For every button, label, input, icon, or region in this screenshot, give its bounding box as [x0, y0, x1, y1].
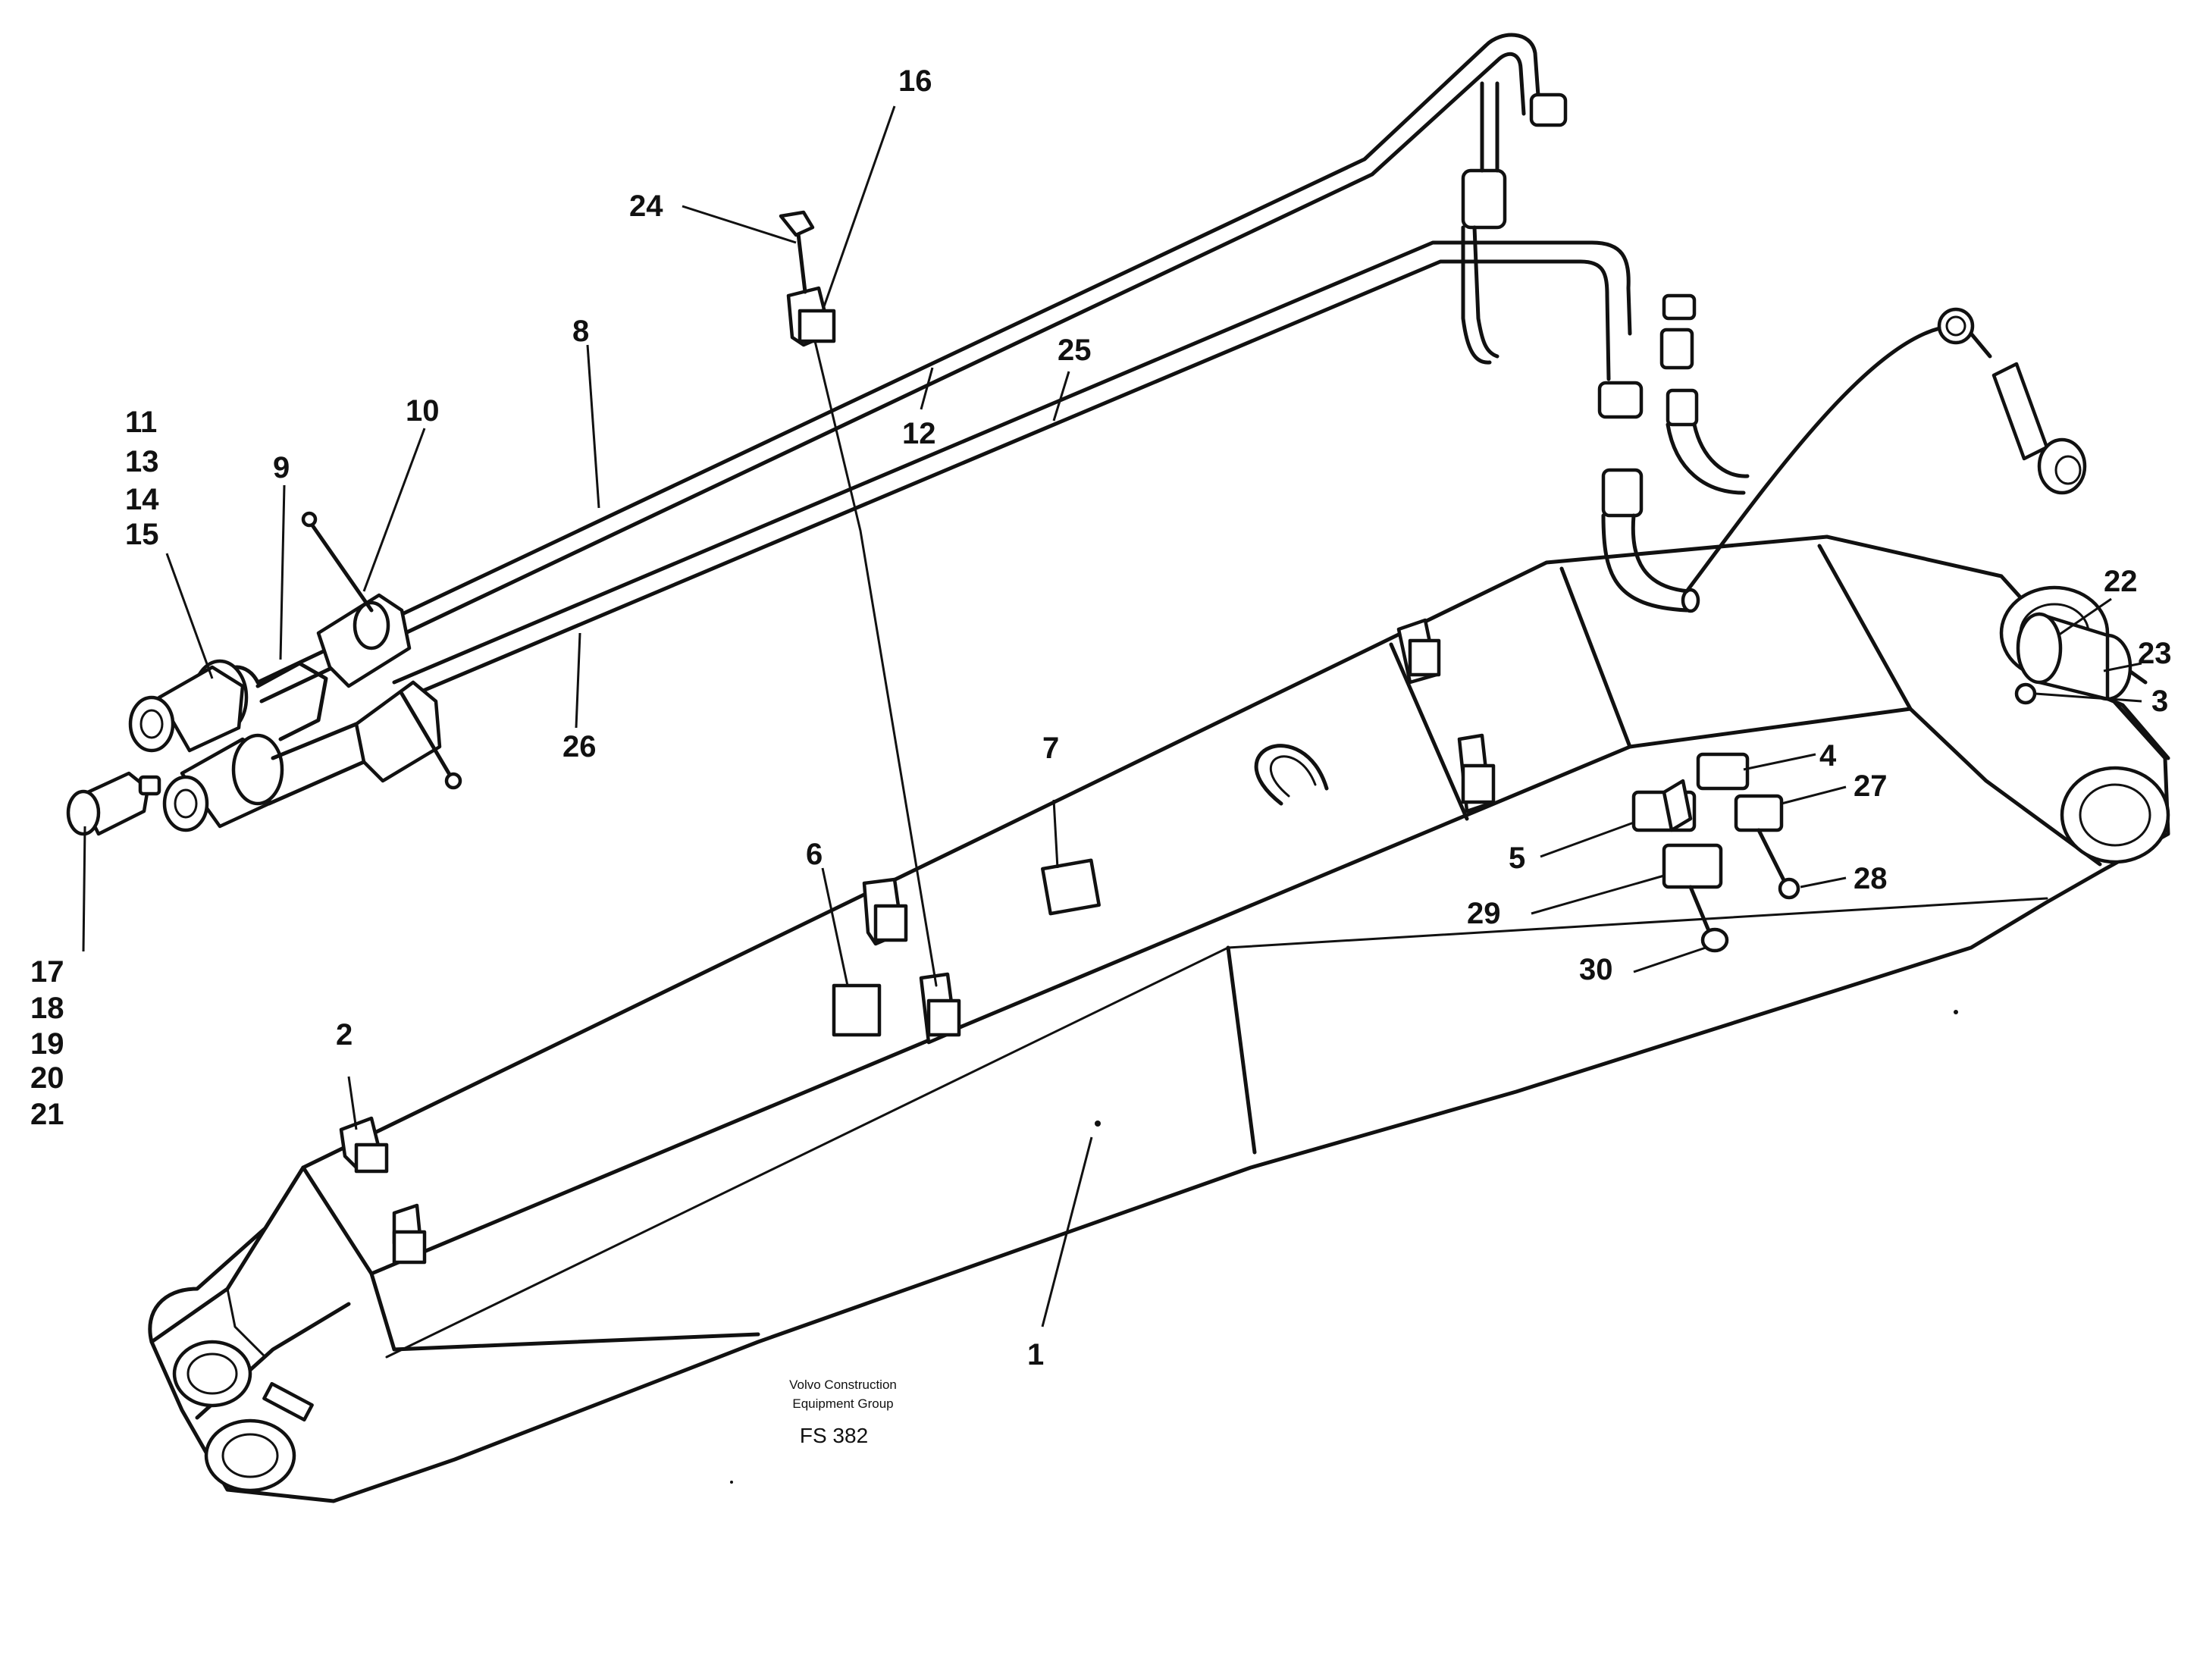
callout-16: 16	[898, 64, 932, 98]
caption-group: Equipment Group	[792, 1396, 893, 1411]
callout-10: 10	[406, 394, 440, 428]
callout-7: 7	[1042, 732, 1059, 765]
leader-lines	[82, 105, 2142, 1327]
boom-pin-assembly	[2016, 612, 2132, 701]
callout-6: 6	[806, 838, 823, 871]
callout-8: 8	[572, 315, 589, 348]
boom-arm	[148, 534, 2170, 1503]
callout-13: 13	[125, 445, 159, 478]
callout-14: 14	[125, 483, 159, 516]
callout-27: 27	[1854, 769, 1888, 803]
callout-labels: 16 24 8 25 12 11 10 13 9 14 15 26 7 6 17…	[30, 64, 2172, 1371]
callout-12: 12	[902, 417, 936, 450]
caption-figure-code: FS 382	[800, 1424, 868, 1447]
caption-company: Volvo Construction	[789, 1378, 897, 1392]
callout-2: 2	[336, 1018, 353, 1052]
callout-23: 23	[2138, 637, 2172, 670]
callout-29: 29	[1467, 897, 1501, 930]
callout-11: 11	[125, 406, 157, 439]
callout-4: 4	[1819, 739, 1837, 773]
callout-15: 15	[125, 518, 159, 551]
callout-20: 20	[30, 1061, 64, 1095]
callout-30: 30	[1579, 953, 1613, 986]
quick-couplings	[66, 210, 938, 987]
callout-25: 25	[1058, 334, 1092, 367]
callout-28: 28	[1854, 862, 1888, 895]
callout-5: 5	[1509, 842, 1525, 875]
callout-19: 19	[30, 1027, 64, 1061]
callout-1: 1	[1027, 1338, 1044, 1371]
callout-26: 26	[563, 730, 597, 763]
caption-block: Volvo Construction Equipment Group FS 38…	[789, 1378, 897, 1447]
callout-24: 24	[629, 190, 663, 223]
callout-22: 22	[2104, 565, 2138, 598]
callout-3: 3	[2151, 685, 2168, 718]
callout-21: 21	[30, 1098, 64, 1131]
callout-18: 18	[30, 992, 64, 1025]
pipe-clamp-brackets	[339, 618, 2037, 1265]
callout-17: 17	[30, 955, 64, 989]
callout-9: 9	[273, 451, 290, 484]
hydraulic-pipes	[225, 33, 2087, 704]
